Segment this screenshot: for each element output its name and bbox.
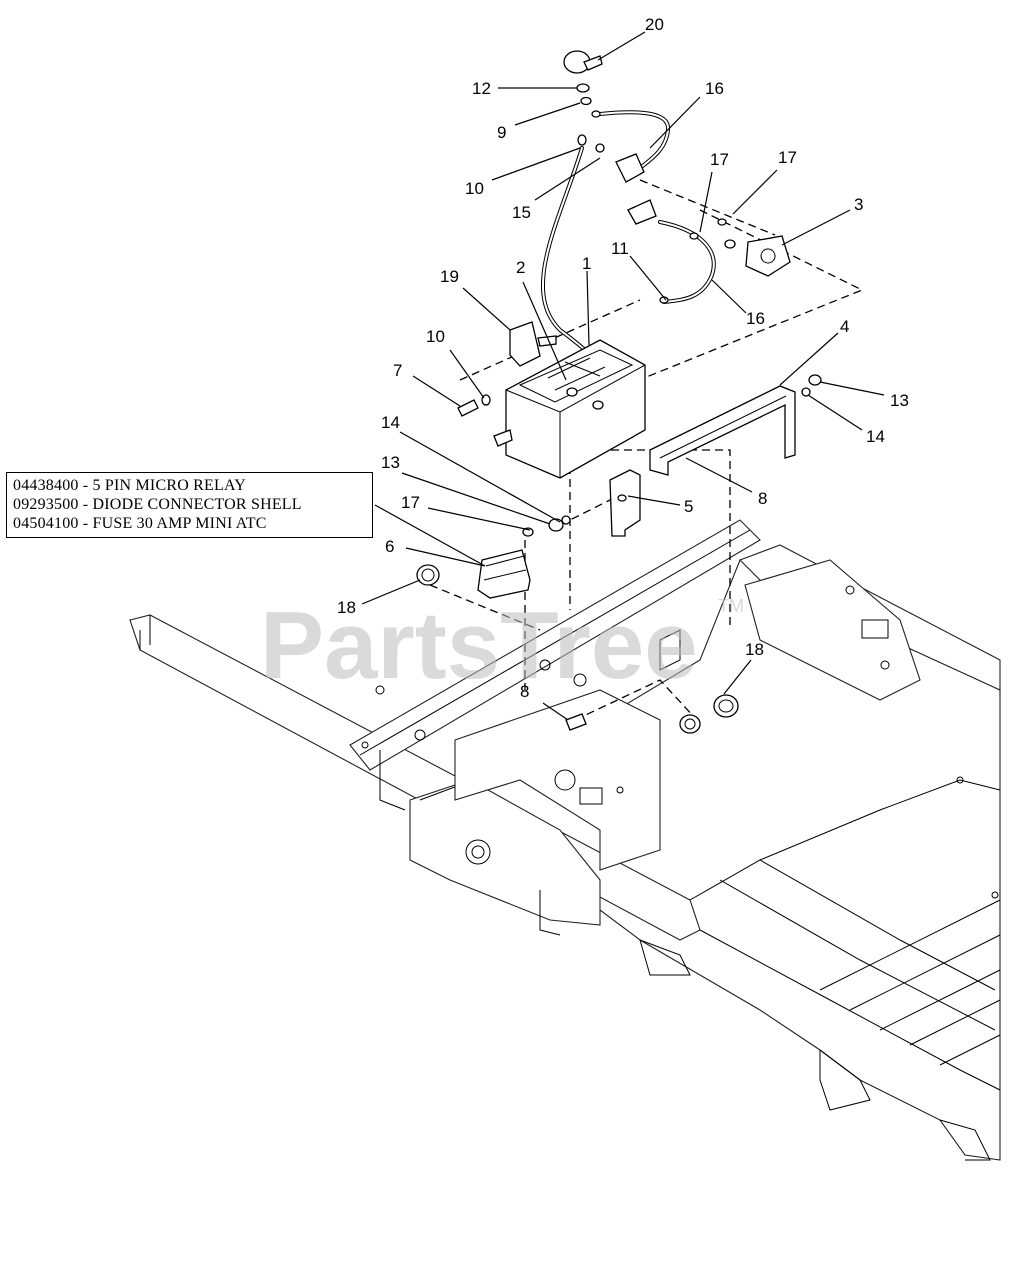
svg-text:TM: TM bbox=[718, 596, 744, 616]
callout-12: 12 bbox=[472, 79, 491, 98]
callout-17-right: 17 bbox=[778, 148, 797, 167]
bolt-washer bbox=[457, 394, 513, 447]
battery-cable-lower bbox=[627, 199, 716, 304]
terminal-cover bbox=[563, 50, 603, 74]
battery bbox=[505, 339, 646, 479]
legend-line-fuse: 04504100 - FUSE 30 AMP MINI ATC bbox=[13, 515, 267, 532]
callout-16-lower: 16 bbox=[746, 309, 765, 328]
callout-7: 7 bbox=[393, 361, 402, 380]
grommet-left bbox=[416, 564, 440, 586]
leader-lines bbox=[361, 31, 885, 721]
callout-17-lower: 17 bbox=[401, 493, 420, 512]
callout-18-right: 18 bbox=[745, 640, 764, 659]
watermark: PartsTree TM bbox=[260, 592, 744, 699]
grommet-right bbox=[679, 694, 739, 734]
callout-3: 3 bbox=[854, 195, 863, 214]
legend-line-diode-shell: 09293500 - DIODE CONNECTOR SHELL bbox=[13, 496, 302, 513]
callout-18-left: 18 bbox=[337, 598, 356, 617]
nut-washer bbox=[576, 83, 592, 106]
callout-20: 20 bbox=[645, 15, 664, 34]
hold-down bbox=[509, 321, 557, 367]
part-number-legend: 04438400 - 5 PIN MICRO RELAY 09293500 - … bbox=[6, 472, 373, 538]
callout-17-left: 17 bbox=[710, 150, 729, 169]
callout-13-right: 13 bbox=[890, 391, 909, 410]
callout-19: 19 bbox=[440, 267, 459, 286]
nut-washer-left bbox=[522, 515, 571, 537]
callout-10-upper: 10 bbox=[465, 179, 484, 198]
callout-13-left: 13 bbox=[381, 453, 400, 472]
callout-6: 6 bbox=[385, 537, 394, 556]
callout-14-left: 14 bbox=[381, 413, 400, 432]
callout-14-right: 14 bbox=[866, 427, 885, 446]
callout-5: 5 bbox=[684, 497, 693, 516]
micro-relay bbox=[477, 549, 531, 599]
mower-frame bbox=[129, 519, 1001, 1161]
callout-9: 9 bbox=[497, 123, 506, 142]
svg-text:PartsTree: PartsTree bbox=[260, 592, 698, 699]
callout-15: 15 bbox=[512, 203, 531, 222]
nut-washer-right bbox=[801, 374, 822, 397]
callout-1: 1 bbox=[582, 254, 591, 273]
callout-8-upper: 8 bbox=[758, 489, 767, 508]
bolt-lower bbox=[565, 713, 587, 731]
callout-8-lower: 8 bbox=[520, 682, 529, 701]
starter-solenoid bbox=[689, 218, 791, 277]
callout-10-lower: 10 bbox=[426, 327, 445, 346]
callout-labels: 20 12 9 16 10 15 17 17 3 2 1 11 19 16 4 … bbox=[337, 15, 909, 701]
callout-11: 11 bbox=[611, 239, 629, 258]
legend-line-relay: 04438400 - 5 PIN MICRO RELAY bbox=[13, 477, 247, 494]
callout-4: 4 bbox=[840, 317, 849, 336]
callout-2: 2 bbox=[516, 258, 525, 277]
l-bracket bbox=[609, 469, 641, 537]
mounting-bracket bbox=[649, 385, 796, 476]
callout-16-upper: 16 bbox=[705, 79, 724, 98]
